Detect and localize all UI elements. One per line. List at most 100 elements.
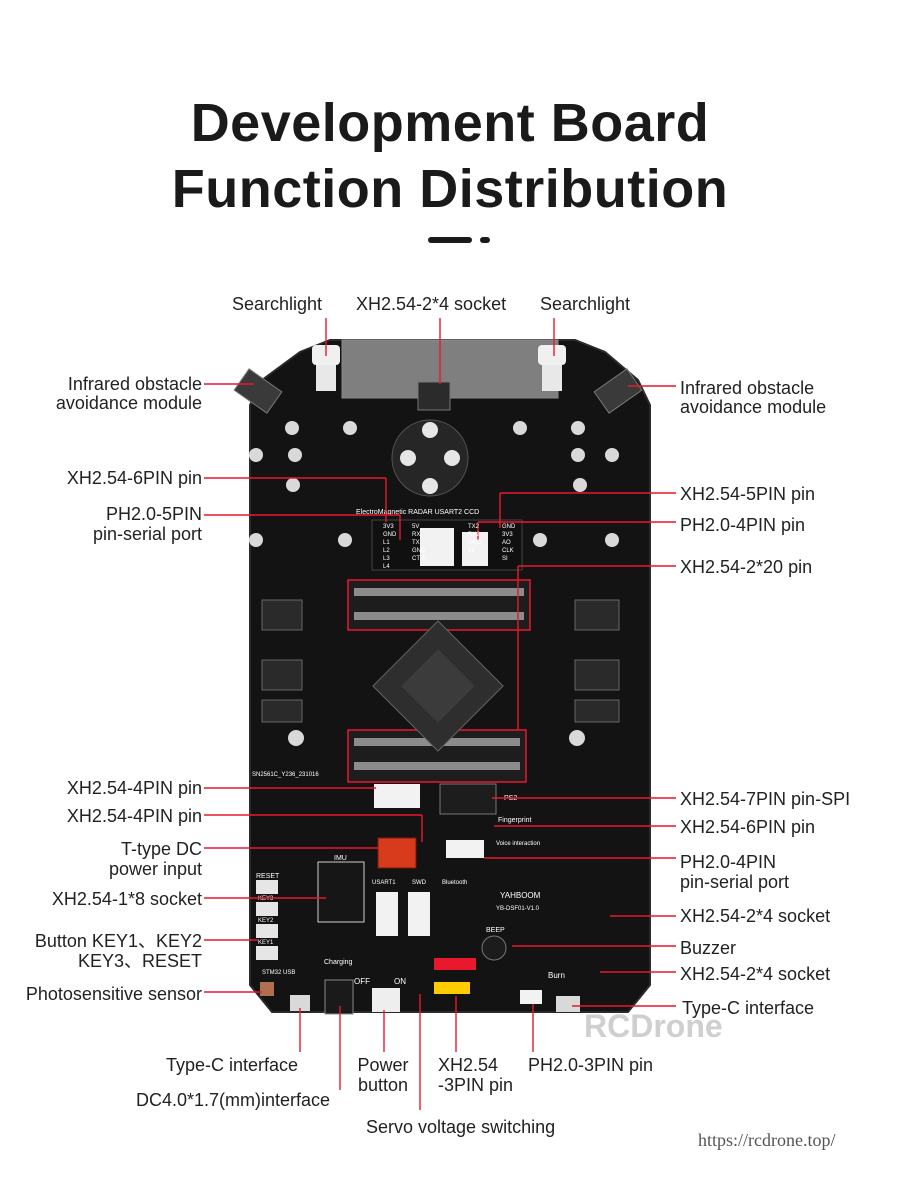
label-photo: Photosensitive sensor (25, 984, 202, 1004)
mounting-holes (249, 421, 619, 746)
silk-voice: Voice interaction (496, 841, 540, 847)
silk-pin-label: L3 (383, 556, 390, 562)
label-ir-left-2: avoidance module (55, 393, 202, 413)
silk-burn: Burn (548, 971, 565, 980)
label-keys-2: KEY3、RESET (77, 951, 202, 971)
silk-key3: KEY3 (258, 896, 274, 902)
watermark: RCDrone (584, 1008, 723, 1044)
voice-socket (446, 840, 484, 858)
label-searchlight-left: Searchlight (232, 294, 323, 314)
silk-model: YB-DSF01-V1.0 (496, 906, 540, 912)
silk-pin-label: L1 (383, 540, 390, 546)
ir-module-left-icon (233, 368, 283, 414)
silk-pin-label: GND (383, 532, 397, 538)
label-ph5pin-2: pin-serial port (92, 524, 202, 544)
silk-pin-label: 5V (412, 524, 419, 530)
label-socket-top: XH2.54-2*4 socket (356, 294, 507, 314)
label-dc-2: power input (108, 859, 202, 879)
silk-reset: RESET (256, 873, 280, 880)
source-url: https://rcdrone.top/ (698, 1130, 836, 1150)
label-ir-right-1: Infrared obstacle (680, 378, 815, 398)
label-buzzer: Buzzer (680, 938, 737, 958)
swd-socket (408, 892, 430, 936)
ir-module-right-icon (593, 368, 643, 414)
silk-pin-label: CLK (502, 548, 514, 554)
dpad-ring (391, 419, 469, 497)
top-socket (417, 381, 451, 411)
xh-4pin-socket (374, 784, 420, 808)
label-ph4serial-2: pin-serial port (680, 872, 790, 892)
usart1-socket (376, 892, 398, 936)
label-xh2x20: XH2.54-2*20 pin (680, 557, 813, 577)
label-ph3pin: PH2.0-3PIN pin (528, 1055, 654, 1075)
label-typec-left: Type-C interface (166, 1055, 299, 1075)
silk-pin-label: 3V3 (502, 532, 513, 538)
silk-fingerprint: Fingerprint (498, 817, 532, 824)
label-typec-right: Type-C interface (682, 998, 815, 1018)
silk-swd: SWD (412, 880, 427, 886)
dpad-left (400, 450, 416, 466)
label-xh3pin-1: XH2.54 (438, 1055, 499, 1075)
silk-pin-label: 3V3 (383, 524, 394, 530)
silk-pin-label: TX (412, 540, 420, 546)
label-xh2x4-a: XH2.54-2*4 socket (680, 906, 831, 926)
t-type-dc-jack (377, 837, 417, 869)
silk-usart1: USART1 (372, 880, 396, 886)
silk-off: OFF (354, 977, 370, 986)
title-divider-dash (428, 237, 472, 243)
label-xh3pin-2: -3PIN pin (438, 1075, 514, 1095)
title-divider-dot (480, 237, 490, 243)
silk-brand: YAHBOOM (500, 891, 541, 900)
key-buttons (256, 880, 278, 960)
label-ir-right-2: avoidance module (680, 397, 827, 417)
label-ph4pin-right: PH2.0-4PIN pin (680, 515, 806, 535)
label-xh6pin-right: XH2.54-6PIN pin (680, 817, 816, 837)
silk-pin-label: TX2 (468, 524, 480, 530)
silk-pin-label: GND (502, 524, 516, 530)
label-power-1: Power (357, 1055, 409, 1075)
servo-header-red (434, 958, 476, 970)
label-xh1x8: XH2.54-1*8 socket (51, 889, 202, 909)
label-ir-left-1: Infrared obstacle (67, 374, 202, 394)
silk-key1: KEY1 (258, 940, 274, 946)
label-xh4pin-b: XH2.54-4PIN pin (66, 806, 202, 826)
silk-pin-label: L4 (383, 564, 390, 570)
imu-socket (317, 861, 365, 923)
silk-board-ref: SN2561C_Y236_231016 (252, 772, 319, 778)
silk-pin-label: CTRL (412, 556, 428, 562)
power-switch (372, 988, 400, 1012)
silk-header-row: ElectroMagnetic RADAR USART2 CCD (356, 509, 479, 516)
silk-on: ON (394, 977, 406, 986)
servo-header-yellow (434, 982, 470, 994)
label-dc-1: T-type DC (120, 839, 202, 859)
ph-3pin (520, 990, 542, 1004)
label-power-2: button (357, 1075, 409, 1095)
silk-charging: Charging (324, 959, 353, 966)
title-line-1: Development Board (190, 93, 710, 153)
label-keys-1: Button KEY1、KEY2 (34, 931, 202, 951)
dpad-down (422, 478, 438, 494)
label-xh7pin: XH2.54-7PIN pin-SPI (680, 789, 851, 809)
silk-pin-label: RX2 (468, 532, 480, 538)
typec-left-port (290, 995, 310, 1011)
label-servo: Servo voltage switching (366, 1117, 556, 1137)
label-xh6pin-left: XH2.54-6PIN pin (66, 468, 202, 488)
label-ph5pin-1: PH2.0-5PIN (105, 504, 202, 524)
title-line-2: Function Distribution (171, 159, 729, 219)
silk-pin-label: GND (412, 548, 426, 554)
label-dc4: DC4.0*1.7(mm)interface (136, 1090, 331, 1110)
leader-lines (204, 318, 676, 1110)
silk-bluetooth: Bluetooth (442, 880, 467, 886)
label-xh5pin: XH2.54-5PIN pin (680, 484, 816, 504)
label-ph4serial-1: PH2.0-4PIN (680, 852, 777, 872)
silk-stm32usb: STM32 USB (262, 970, 295, 976)
typec-right-port (556, 996, 580, 1012)
silk-pin-label: AO (502, 540, 511, 546)
dc4-jack (324, 979, 354, 1015)
silk-pin-label: RX (412, 532, 420, 538)
dpad-up (422, 422, 438, 438)
searchlight-right-icon (538, 345, 566, 391)
buzzer-icon (481, 935, 507, 961)
silk-pin-label: L2 (383, 548, 390, 554)
